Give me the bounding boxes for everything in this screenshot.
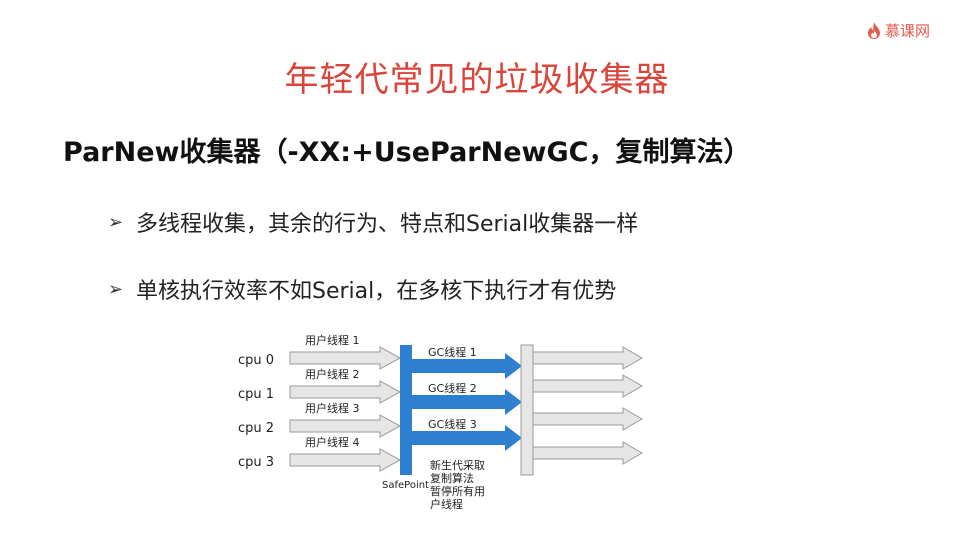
cpu-label-2: cpu 2 [238, 421, 274, 436]
user-thread-label-4: 用户线程 4 [305, 435, 360, 449]
safepoint-label: SafePoint [382, 480, 429, 491]
bullet-text-1: 多线程收集，其余的行为、特点和Serial收集器一样 [136, 212, 639, 237]
note-line-4: 户线程 [430, 497, 463, 511]
gc-thread-label-2: GC线程 2 [428, 381, 477, 395]
slide-title: 年轻代常见的垃圾收集器 [284, 60, 670, 100]
resumed-arrow-1 [532, 374, 643, 398]
user-arrow-2 [289, 414, 402, 438]
bullet-item-1: ➢ 多线程收集，其余的行为、特点和Serial收集器一样 [108, 206, 638, 238]
user-arrow-1 [289, 380, 402, 404]
note-line-3: 暂停所有用 [430, 484, 485, 498]
user-arrow-3 [289, 448, 402, 472]
note-line-2: 复制算法 [430, 471, 474, 485]
resumed-arrow-3 [532, 441, 643, 465]
bullet-text-2: 单核执行效率不如Serial，在多核下执行才有优势 [136, 279, 617, 304]
logo-text: 慕课网 [884, 22, 930, 40]
user-thread-label-2: 用户线程 2 [305, 367, 360, 381]
parnew-diagram: cpu 0 cpu 1 cpu 2 cpu 3 用户线程 1 用户线程 2 用户… [238, 333, 643, 511]
resumed-arrow-0 [532, 346, 643, 370]
brand-logo: 慕课网 [867, 20, 930, 41]
cpu-label-0: cpu 0 [238, 353, 274, 368]
resumed-arrow-2 [532, 407, 643, 431]
cpu-label-3: cpu 3 [238, 455, 274, 470]
note-line-1: 新生代采取 [430, 458, 485, 472]
gc-thread-label-3: GC线程 3 [428, 417, 477, 431]
bullet-arrow-icon: ➢ [108, 278, 124, 300]
user-thread-arrows [289, 346, 402, 472]
slide-subtitle: ParNew收集器（-XX:+UseParNewGC，复制算法） [63, 137, 751, 168]
resumed-thread-arrows [532, 346, 643, 465]
flame-icon [867, 22, 880, 39]
gc-thread-label-1: GC线程 1 [428, 345, 477, 359]
cpu-label-1: cpu 1 [238, 387, 274, 402]
user-thread-label-3: 用户线程 3 [305, 401, 360, 415]
bullet-item-2: ➢ 单核执行效率不如Serial，在多核下执行才有优势 [108, 273, 616, 305]
gc-end-bar [520, 344, 534, 476]
safepoint-bar [400, 345, 412, 475]
gc-arrow-2 [412, 389, 522, 415]
gc-arrow-1 [412, 353, 522, 379]
user-thread-label-1: 用户线程 1 [305, 333, 360, 347]
user-arrow-0 [289, 346, 402, 370]
bullet-arrow-icon: ➢ [108, 211, 124, 233]
gc-arrow-3 [412, 425, 522, 451]
gc-thread-arrows [412, 353, 522, 451]
